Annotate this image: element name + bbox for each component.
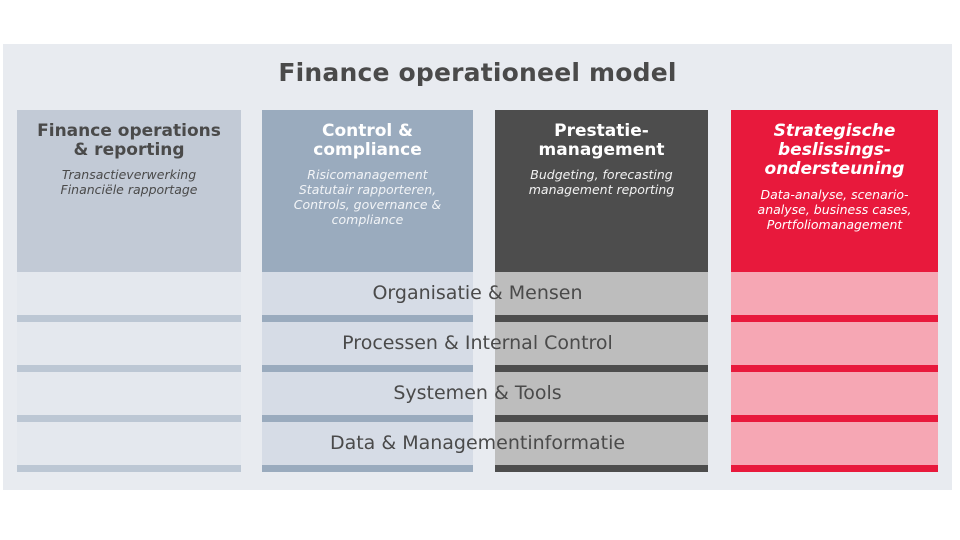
layer-segment-pillar3 [495, 322, 708, 365]
page-title: Finance operationeel model [278, 58, 677, 87]
pillar-row: Finance operations& reporting Transactie… [3, 110, 952, 272]
pillar-prestatiemanagement[interactable]: Prestatie-management Budgeting, forecast… [495, 110, 708, 272]
layer-segment-pillar3 [495, 372, 708, 415]
layer-segment-pillar1 [17, 322, 241, 365]
layer-segment-pillar3 [495, 272, 708, 315]
layer-label: Systemen & Tools [393, 382, 562, 404]
layer-band-pillar3 [495, 415, 708, 422]
layer-band-pillar2 [262, 315, 473, 322]
layer-band-pillar2 [262, 465, 473, 472]
layer-band-pillar4 [731, 315, 938, 322]
layer-row-organisatie-mensen[interactable]: Organisatie & Mensen [3, 272, 952, 322]
pillar-title: Prestatie-management [538, 121, 665, 161]
layer-band-pillar3 [495, 315, 708, 322]
pillar-title: Control &compliance [313, 121, 422, 161]
pillar-finance-operations-reporting[interactable]: Finance operations& reporting Transactie… [17, 110, 241, 272]
layer-segment-pillar2 [262, 272, 473, 315]
layer-label: Data & Managementinformatie [329, 432, 626, 454]
layer-segment-pillar1 [17, 372, 241, 415]
layer-segment-pillar4 [731, 422, 938, 465]
layer-row-systemen-tools[interactable]: Systemen & Tools [3, 372, 952, 422]
layer-band-pillar1 [17, 415, 241, 422]
layer-row-data-managementinformatie[interactable]: Data & Managementinformatie [3, 422, 952, 472]
pillar-title: Finance operations& reporting [37, 121, 221, 161]
foundation-layers: Organisatie & Mensen Processen & Interna… [3, 272, 952, 478]
layer-segment-pillar4 [731, 272, 938, 315]
layer-segment-pillar1 [17, 272, 241, 315]
layer-band-pillar1 [17, 465, 241, 472]
layer-segment-pillar4 [731, 322, 938, 365]
layer-band-pillar1 [17, 365, 241, 372]
layer-band-pillar3 [495, 465, 708, 472]
layer-band-pillar3 [495, 365, 708, 372]
layer-segment-pillar3 [495, 422, 708, 465]
layer-band-pillar2 [262, 415, 473, 422]
finance-operating-model-panel: Finance operationeel model Finance opera… [3, 44, 952, 490]
layer-band-pillar4 [731, 365, 938, 372]
layer-band-pillar1 [17, 315, 241, 322]
layer-band-pillar2 [262, 365, 473, 372]
layer-segment-pillar1 [17, 422, 241, 465]
layer-band-pillar4 [731, 465, 938, 472]
pillar-subtitle: Data-analyse, scenario-analyse, business… [757, 186, 912, 232]
layer-segment-pillar4 [731, 372, 938, 415]
layer-segment-pillar2 [262, 422, 473, 465]
layer-row-processen-internal-control[interactable]: Processen & Internal Control [3, 322, 952, 372]
layer-band-pillar4 [731, 415, 938, 422]
layer-label: Processen & Internal Control [342, 332, 613, 354]
layer-segment-pillar2 [262, 372, 473, 415]
layer-label: Organisatie & Mensen [372, 282, 583, 304]
layer-segment-pillar2 [262, 322, 473, 365]
